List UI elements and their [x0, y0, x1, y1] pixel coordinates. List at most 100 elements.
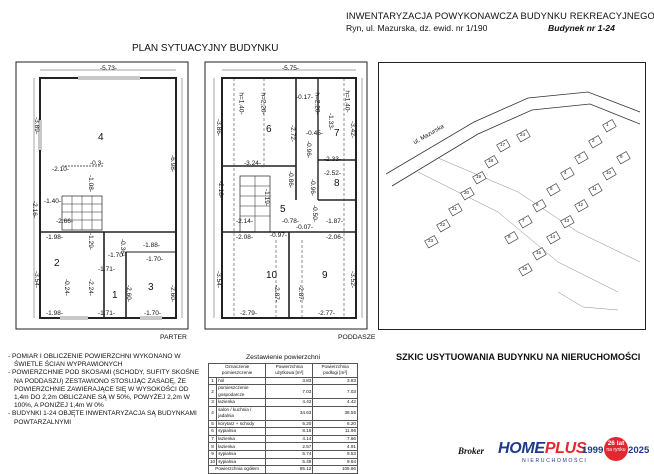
dim-label: -3.89-: [32, 117, 40, 134]
room-2-label: 2: [54, 258, 60, 269]
logo-plus: PLUS: [544, 440, 587, 457]
attic-frame: [204, 61, 368, 330]
dim-label: -1.98-: [46, 234, 63, 241]
dim-label: h=2.20-: [259, 92, 267, 115]
site-lot: [602, 119, 617, 133]
site-lot: [588, 183, 603, 197]
site-lot-number: 3: [578, 154, 581, 159]
dim-label: -1.71-: [98, 310, 115, 317]
dim-label: -2.72-: [288, 125, 296, 142]
homeplus-logo: HOMEPLUS: [498, 440, 587, 458]
table-cell: korytarz + schody: [216, 419, 267, 429]
site-lot-number: 11: [592, 186, 597, 191]
dim-label: -2.06-: [326, 234, 343, 241]
dim-label: -2.66-: [56, 218, 73, 225]
dim-label: h=1.40-: [343, 90, 351, 113]
table-cell: sypialnia: [216, 450, 267, 459]
document-address: Ryn, ul. Mazurska, dz. ewid. nr 1/190: [346, 23, 488, 33]
table-cell: sypialnia: [216, 427, 267, 436]
table-caption: Zestawienie powierzchni: [245, 354, 321, 361]
table-cell: 4: [207, 405, 218, 421]
table-cell: 11.96: [312, 427, 358, 436]
site-lot: [560, 215, 575, 229]
dim-label: -0.96-: [304, 141, 312, 158]
site-lot: [504, 231, 519, 245]
site-lot: [518, 215, 533, 229]
logo-subtitle: NIERUCHOMOŚCI: [522, 458, 588, 464]
dim-label: -1.29-: [86, 233, 94, 250]
dim-label: -3.42-: [348, 121, 356, 138]
document-title: INWENTARYZACJA POWYKONAWCZA BUDYNKU REKR…: [346, 10, 654, 21]
table-cell: łazienka: [216, 442, 267, 451]
year-from: 1999: [582, 445, 604, 456]
site-lot: [518, 263, 533, 277]
site-lot-number: 21: [452, 206, 458, 211]
site-lot-number: 15: [536, 250, 542, 255]
site-lot-number: 24: [520, 132, 526, 137]
site-lot-number: 19: [476, 174, 482, 179]
table-header: Powierzchnia użytkowa [m²]: [265, 363, 314, 378]
table-cell: 7.03: [312, 384, 358, 400]
table-cell: 5.49: [265, 457, 314, 467]
dim-label: h=1.40-: [237, 92, 245, 115]
dim-label: -2.08-: [236, 234, 253, 241]
note: - POMIAR I OBLICZENIE POWIERZCHNI WYKONA…: [8, 353, 181, 369]
site-lot-number: 5: [550, 186, 553, 191]
dim-label: -2.10-: [52, 166, 69, 173]
site-lot: [436, 219, 451, 233]
room-4-label: 4: [98, 132, 104, 143]
site-lot-number: 13: [564, 218, 570, 223]
total-usable: 85.12: [265, 465, 314, 474]
table-cell: salon / kuchnia / jadalnia: [216, 405, 267, 421]
site-lot: [560, 167, 575, 181]
dim-label: -5.75-: [282, 65, 299, 72]
dim-label: -3.54-: [32, 271, 40, 288]
site-lot: [546, 183, 561, 197]
dim-label: -1.70-: [144, 310, 161, 317]
dim-label: -1.87-: [326, 218, 343, 225]
dim-label: -2.18-: [216, 181, 224, 198]
dim-label: -3.54-: [214, 271, 222, 288]
logo-home: HOME: [498, 440, 545, 457]
site-lot: [616, 151, 631, 165]
dim-label: -1.40-: [44, 198, 61, 205]
notes: - POMIAR I OBLICZENIE POWIERZCHNI WYKONA…: [8, 353, 203, 427]
broker-label: Broker: [458, 446, 485, 456]
room-5-label: 5: [280, 204, 286, 215]
dim-label: -1.08-: [86, 175, 94, 192]
dim-label: h=2.20-: [313, 92, 321, 115]
dim-label: -0.3-: [90, 160, 104, 167]
table-cell: pomieszczenie gospodarcze: [216, 384, 267, 400]
table-cell: 8.16: [265, 427, 314, 436]
table-cell: 38.55: [312, 405, 358, 421]
site-lot: [484, 155, 499, 169]
table-cell: 6.20: [265, 419, 314, 429]
dim-label: -2.52-: [324, 170, 341, 177]
table-cell: 7: [207, 434, 218, 444]
table-cell: 4.91: [312, 442, 358, 451]
table-cell: 6.20: [312, 419, 358, 429]
area-table: Oznaczenie pomieszczenie Powierzchnia uż…: [207, 353, 358, 474]
table-cell: 10: [207, 457, 218, 467]
dim-label: -3.24-: [244, 160, 261, 167]
room-8-label: 8: [334, 178, 340, 189]
dim-label: -1.33-: [326, 113, 334, 130]
table-cell: łazienka: [216, 398, 267, 407]
site-lot-number: 16: [522, 266, 528, 271]
dim-label: -3.52-: [348, 271, 356, 288]
site-lot: [460, 187, 475, 201]
site-lot-number: 8: [508, 234, 511, 239]
dim-label: -1.19-: [262, 189, 270, 206]
site-lot: [532, 199, 547, 213]
table-cell: 6: [207, 427, 218, 436]
total-label: Powierzchnia ogółem: [207, 465, 267, 474]
site-lot: [496, 139, 511, 153]
badge-years: 26 lat: [607, 440, 625, 447]
